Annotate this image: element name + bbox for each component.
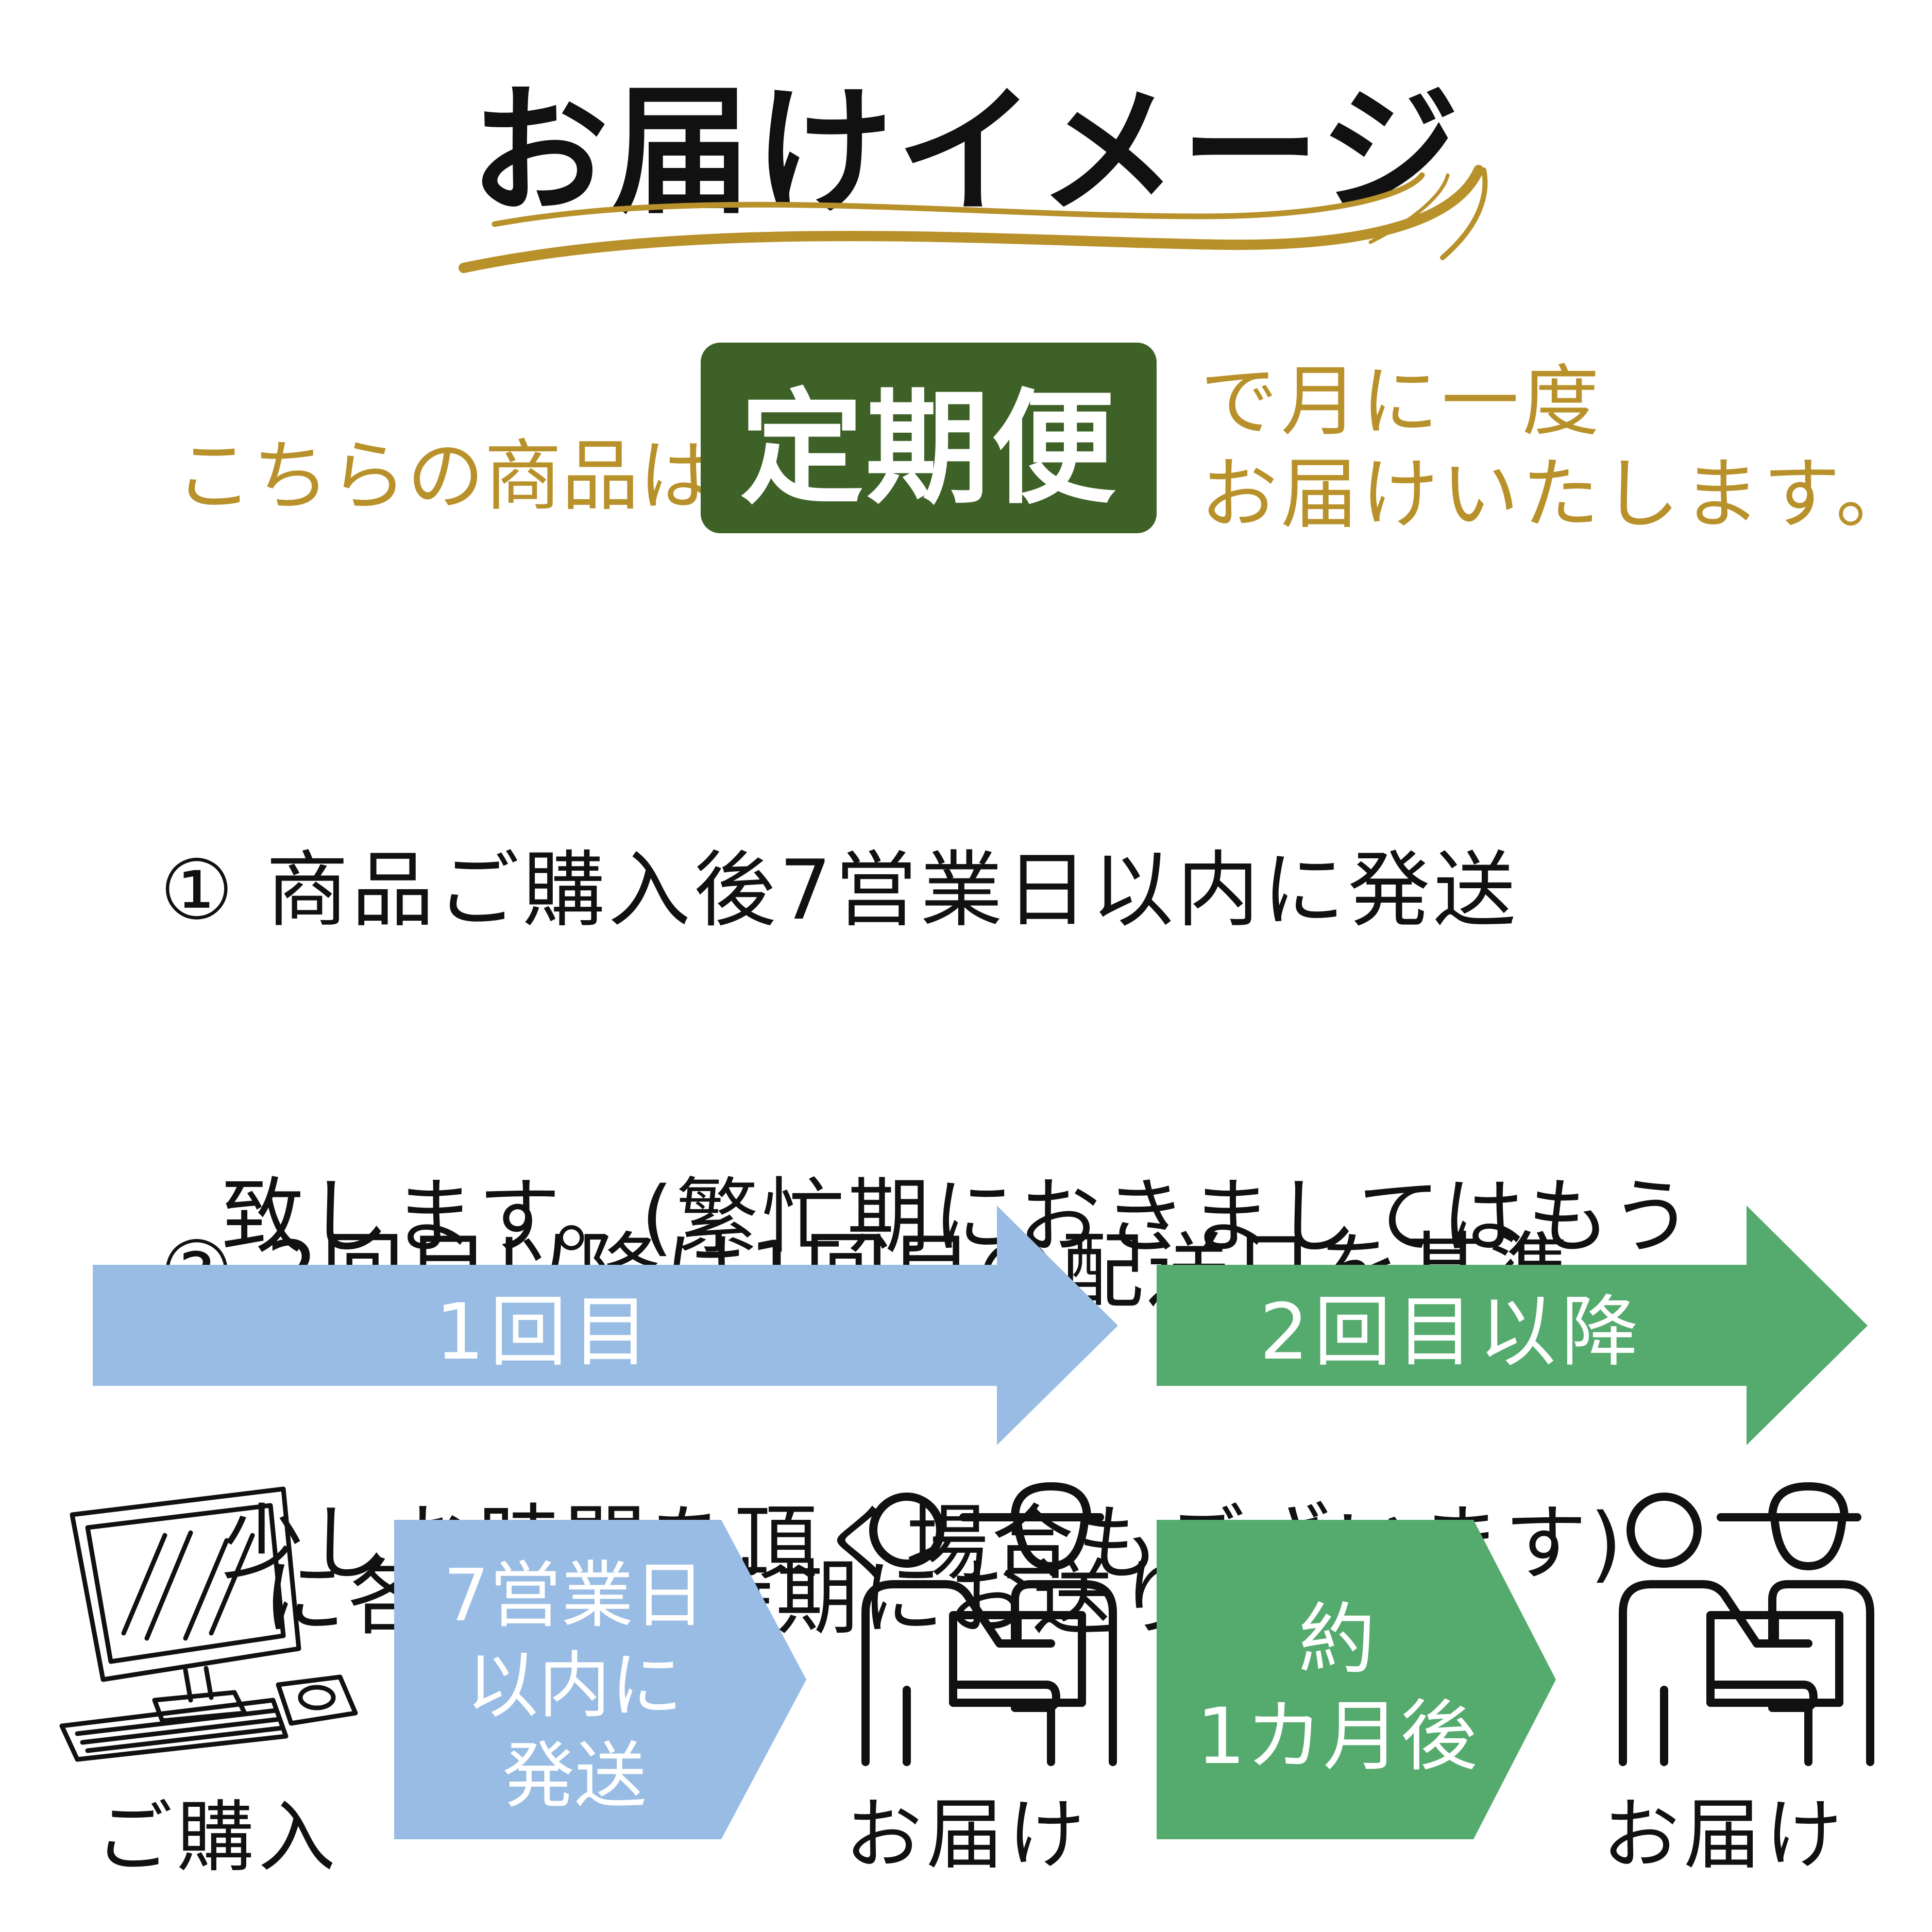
subscription-badge: 定期便 <box>701 343 1157 533</box>
intro-right-line-1: で月に一度 <box>1200 357 1603 447</box>
purchase-caption: ご購入 <box>95 1793 340 1883</box>
chevron-ship <box>394 1520 806 1839</box>
intro-right-text: で月に一度 お届けいたします。 <box>1200 355 1916 541</box>
intro-right-line-2: お届けいたします。 <box>1200 450 1917 539</box>
computer-icon <box>59 1486 358 1762</box>
delivery-caption-1: お届け <box>845 1790 1090 1880</box>
step-1-line-1: 商品ご購入後7営業日以内に発送 <box>266 842 1519 939</box>
chevron-interval <box>1157 1520 1556 1839</box>
badge-label: 定期便 <box>740 376 1117 521</box>
ship-line-3: 発送 <box>502 1734 647 1818</box>
arrow-first <box>93 1206 1118 1445</box>
step-1-line-2: 致します。(繁忙期におきましてはもう <box>222 1168 1696 1265</box>
delivery-caption-2: お届け <box>1602 1790 1847 1880</box>
ship-line-2: 以内に <box>466 1644 683 1728</box>
ship-chevron-label: 7営業日 以内に 発送 <box>394 1551 755 1821</box>
arrow-second <box>1157 1206 1868 1445</box>
ship-line-1: 7営業日 <box>443 1554 706 1638</box>
page-title: お届けイメージ <box>469 71 1463 233</box>
delivery-person-icon <box>861 1482 1117 1766</box>
step-1-marker: ① <box>160 842 237 939</box>
arrow-first-label: 1回目 <box>435 1287 655 1377</box>
interval-line-1: 約 <box>1298 1595 1376 1685</box>
interval-line-2: 1カ月後 <box>1196 1691 1478 1782</box>
arrow-second-label: 2回目以降 <box>1259 1287 1644 1377</box>
swoosh-underline-icon <box>459 165 1488 273</box>
intro-left-text: こちらの商品は <box>175 432 717 521</box>
interval-chevron-label: 約 1カ月後 <box>1157 1592 1517 1785</box>
delivery-person-icon-2 <box>1619 1482 1874 1766</box>
